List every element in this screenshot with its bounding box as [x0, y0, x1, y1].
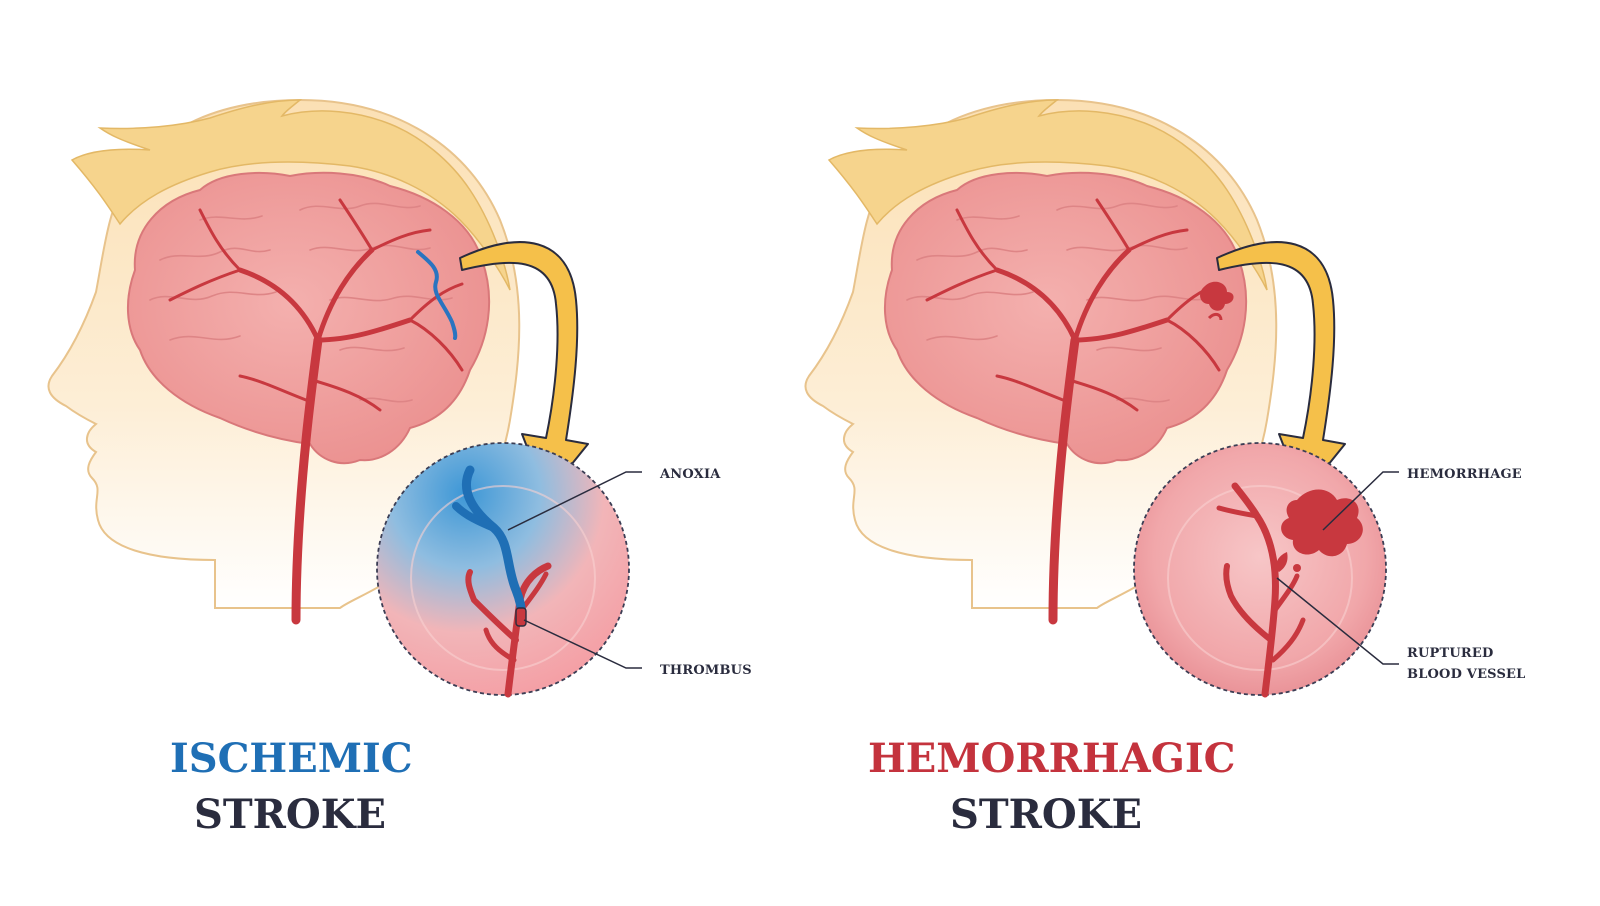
hemorrhage-label: HEMORRHAGE — [1407, 467, 1522, 482]
hemorrhagic-title: HEMORRHAGIC — [868, 735, 1235, 782]
zoom-circle-ischemic — [376, 442, 630, 696]
thrombus — [515, 607, 527, 627]
blood-vessel-label: BLOOD VESSEL — [1407, 667, 1526, 682]
thrombus-label: THROMBUS — [660, 663, 752, 678]
zoom-vessels-hemorrhagic — [1216, 482, 1306, 698]
brain-vessel-tree — [925, 198, 1221, 625]
zoom-vessels-ischemic — [452, 465, 552, 698]
bleed-spot — [1200, 281, 1234, 311]
blood-spatter — [1276, 552, 1288, 572]
blood-drop — [1293, 564, 1301, 572]
hair — [70, 99, 511, 291]
ischemic-panel: ANOXIA THROMBUS ISCHEMIC STROKE — [47, 98, 752, 838]
zoom-inner-ring — [1167, 485, 1353, 671]
hemorrhagic-subtitle: STROKE — [950, 791, 1142, 838]
hair — [827, 99, 1268, 291]
ruptured-leader-line — [1276, 577, 1399, 665]
zoom-inner-ring — [410, 485, 596, 671]
hemorrhagic-panel: HEMORRHAGE RUPTURED BLOOD VESSEL — [804, 98, 1526, 698]
bleed-vessel — [1207, 312, 1223, 321]
anoxia-label: ANOXIA — [659, 467, 721, 482]
zoom-circle-hemorrhagic — [1133, 442, 1387, 696]
hemorrhage-blob — [1281, 489, 1363, 557]
ruptured-label: RUPTURED — [1407, 646, 1494, 661]
hemorrhage-leader-line — [1322, 471, 1399, 531]
ischemic-title: ISCHEMIC — [170, 735, 413, 782]
brain-folds — [906, 202, 1210, 403]
anoxia-leader-line — [507, 471, 642, 531]
blocked-vessel — [416, 250, 458, 340]
thrombus-leader-line — [523, 619, 642, 669]
ischemic-subtitle: STROKE — [194, 791, 386, 838]
brain-vessel-tree — [168, 198, 464, 625]
